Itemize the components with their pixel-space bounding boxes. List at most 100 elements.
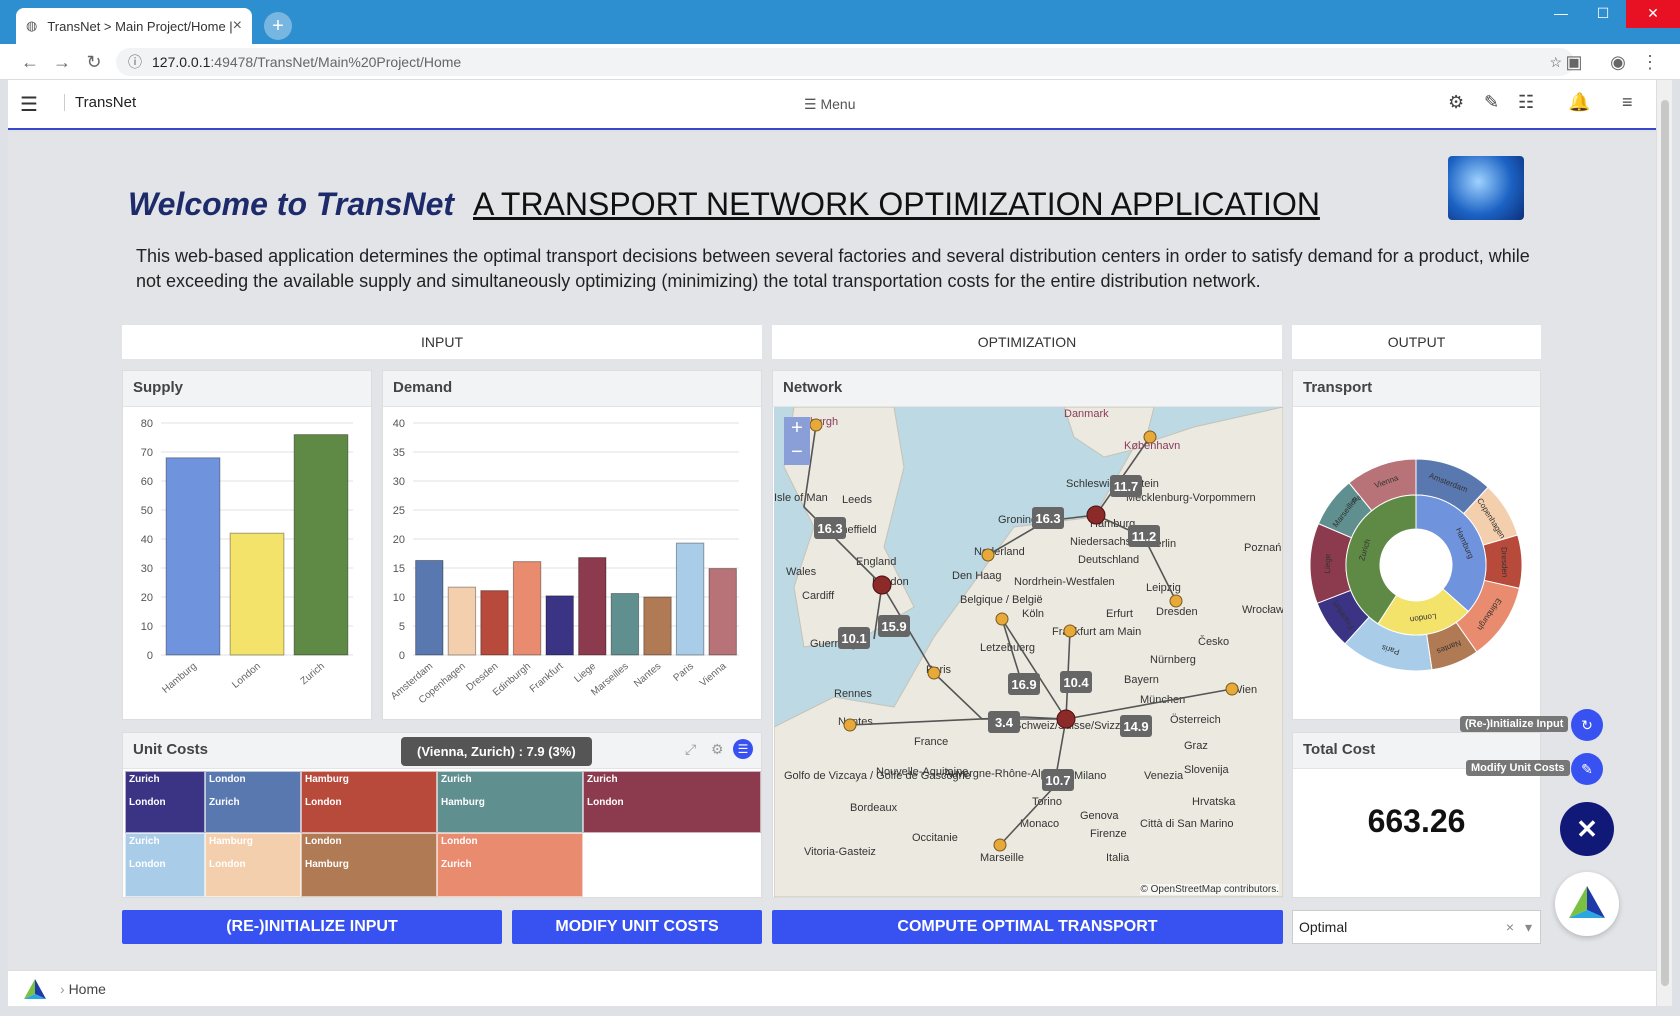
factory-node[interactable]	[1056, 709, 1076, 729]
factory-node[interactable]	[1086, 505, 1106, 525]
window-close-icon[interactable]: ✕	[1626, 0, 1680, 28]
browser-toolbar: ← → ↻ ⓘ 127.0.0.1:49478/TransNet/Main%20…	[0, 44, 1680, 80]
bookmark-star-icon[interactable]: ☆	[1549, 53, 1562, 70]
destination-node[interactable]	[995, 612, 1009, 626]
sliders-icon[interactable]: ≡	[1622, 92, 1633, 112]
route-cost-badge	[838, 627, 870, 649]
destination-node[interactable]	[1143, 430, 1157, 444]
hamburger-icon[interactable]: ☰	[20, 94, 38, 116]
page-scrollbar[interactable]	[1656, 80, 1672, 1006]
bar[interactable]	[415, 559, 444, 656]
route-cost-label: 16.3	[1035, 511, 1060, 526]
transnet-logo-icon	[1569, 886, 1605, 918]
expand-icon[interactable]: ⤢	[685, 741, 697, 757]
bar[interactable]	[293, 434, 349, 656]
fab-close-button[interactable]: ✕	[1560, 802, 1614, 856]
menu-circle-icon[interactable]: ☰	[733, 739, 753, 759]
bell-icon[interactable]: 🔔	[1568, 92, 1591, 112]
scroll-thumb[interactable]	[1661, 100, 1669, 986]
x-tick-label: Hamburg	[160, 661, 199, 696]
network-map[interactable]: DanmarkKøbenhavnEdinburghLeedsSheffieldE…	[774, 407, 1283, 897]
destination-node[interactable]	[1169, 594, 1183, 608]
treemap-sublabel: Hamburg	[441, 797, 485, 808]
route-line	[849, 716, 1067, 726]
clear-icon[interactable]: ×	[1505, 919, 1514, 935]
route-cost-label: 14.9	[1123, 719, 1148, 734]
breadcrumb[interactable]: › Home	[60, 981, 106, 997]
new-tab-button[interactable]: +	[264, 12, 292, 40]
pencil-icon[interactable]: ✎	[1484, 92, 1500, 112]
map-place-label: Danmark	[1064, 408, 1109, 420]
zoom-in-button[interactable]: +	[784, 417, 810, 441]
bar[interactable]	[675, 542, 705, 656]
browser-menu-icon[interactable]: ⋮	[1641, 52, 1659, 72]
destination-node[interactable]	[843, 718, 857, 732]
sunburst-slice[interactable]	[1345, 494, 1417, 625]
solution-select[interactable]: Optimal × ▾	[1292, 910, 1541, 944]
bar[interactable]	[447, 586, 477, 656]
bar[interactable]	[229, 532, 285, 656]
gear-icon[interactable]: ⚙	[1448, 92, 1465, 112]
sunburst-slice[interactable]	[1415, 494, 1487, 613]
bar[interactable]	[578, 557, 607, 656]
url-host: 127.0.0.1	[152, 54, 211, 70]
browser-tab[interactable]: ◍ TransNet > Main Project/Home | ×	[16, 8, 252, 44]
destination-node[interactable]	[993, 838, 1007, 852]
fab-reinit-button[interactable]: ↻	[1571, 709, 1603, 741]
gear-icon[interactable]: ⚙	[711, 741, 724, 757]
back-icon[interactable]: ←	[21, 52, 39, 72]
route-cost-label: 10.1	[841, 631, 866, 646]
address-bar[interactable]: ⓘ 127.0.0.1:49478/TransNet/Main%20Projec…	[116, 48, 1574, 76]
fab-modify-button[interactable]: ✎	[1571, 753, 1603, 785]
bar[interactable]	[512, 561, 542, 656]
bar[interactable]	[643, 596, 672, 656]
reload-icon[interactable]: ↻	[86, 52, 102, 72]
bar[interactable]	[545, 595, 574, 656]
minimize-icon[interactable]: —	[1554, 5, 1568, 21]
factory-node[interactable]	[872, 575, 892, 595]
bar[interactable]	[480, 590, 509, 656]
bar[interactable]	[610, 593, 640, 656]
map-place-label: Nürnberg	[1150, 654, 1196, 666]
menu-button[interactable]: ☰ Menu	[804, 96, 856, 112]
destination-node[interactable]	[1063, 624, 1077, 638]
map-place-label: Genova	[1080, 810, 1119, 822]
extension-icon[interactable]: ▣	[1565, 52, 1583, 72]
list-icon[interactable]: ☷	[1518, 92, 1535, 112]
treemap-sublabel: London	[305, 797, 342, 808]
forward-icon[interactable]: →	[53, 52, 71, 72]
fab-modify-label: Modify Unit Costs	[1466, 760, 1570, 776]
destination-node[interactable]	[927, 666, 941, 680]
fab-logo-button[interactable]	[1555, 872, 1619, 936]
treemap-sublabel: London	[587, 797, 624, 808]
maximize-icon[interactable]: ☐	[1596, 5, 1610, 21]
map-layer: DanmarkKøbenhavnEdinburghLeedsSheffieldE…	[774, 407, 1283, 897]
compute-optimal-transport-button[interactable]: COMPUTE OPTIMAL TRANSPORT	[772, 910, 1283, 944]
destination-node[interactable]	[809, 418, 823, 432]
modify-unit-costs-button[interactable]: MODIFY UNIT COSTS	[512, 910, 762, 944]
close-icon[interactable]: ×	[232, 17, 242, 34]
total-cost-value: 663.26	[1367, 803, 1466, 839]
map-place-label: Graz	[1184, 740, 1208, 752]
destination-node[interactable]	[981, 548, 995, 562]
chevron-down-icon[interactable]: ▾	[1524, 919, 1532, 935]
zoom-out-button[interactable]: −	[784, 441, 810, 465]
destination-node[interactable]	[1225, 682, 1239, 696]
bar[interactable]	[708, 568, 737, 656]
map-place-label: Nouvelle-Aquitaine	[876, 766, 968, 778]
x-tick-label: Liege	[572, 661, 598, 685]
transnet-logo-icon	[24, 979, 46, 999]
reinit-input-button[interactable]: (RE-)INITIALIZE INPUT	[122, 910, 502, 944]
map-place-label: England	[856, 556, 896, 568]
bar[interactable]	[165, 457, 221, 656]
profile-icon[interactable]: ◉	[1610, 52, 1626, 72]
